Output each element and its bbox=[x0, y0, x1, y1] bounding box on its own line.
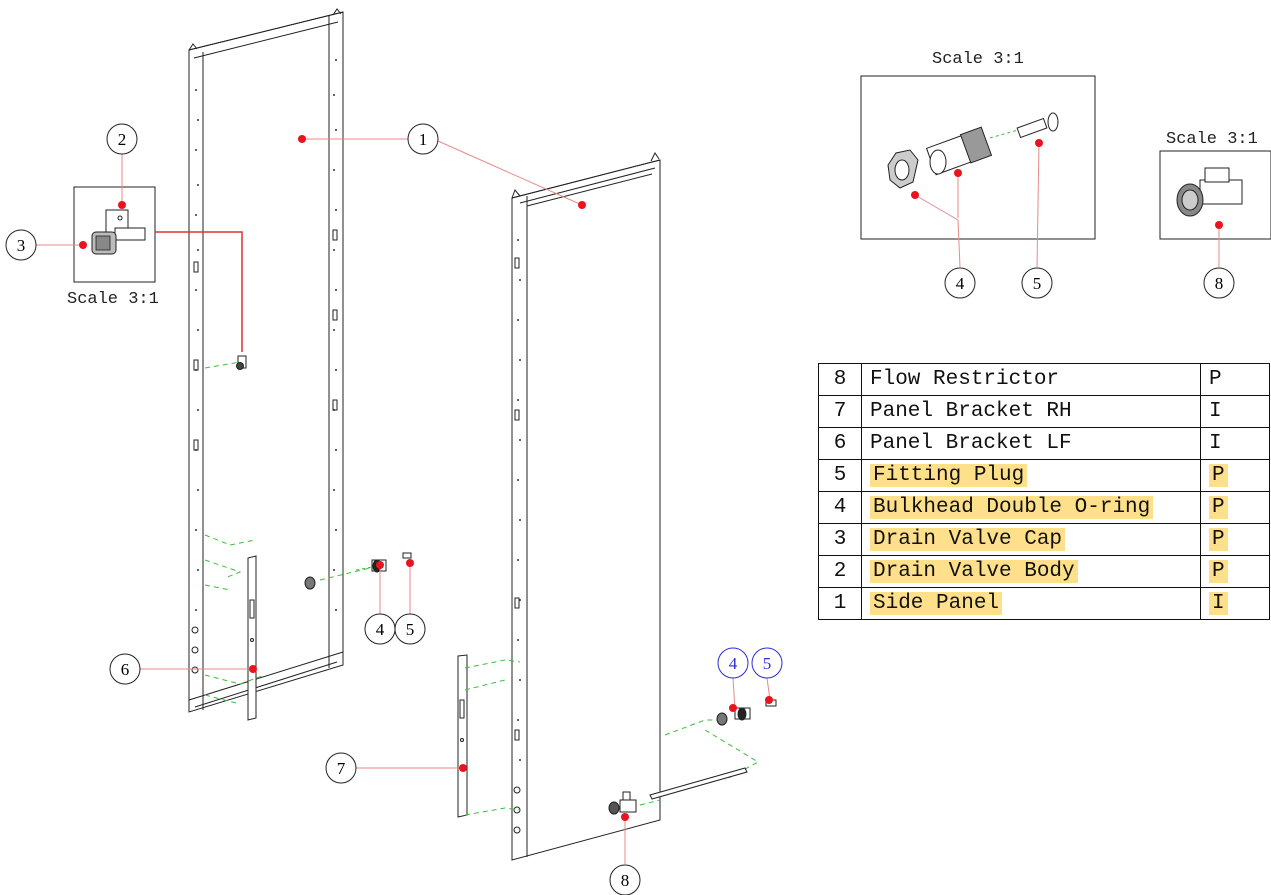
bom-item-type-code: P bbox=[1200, 523, 1270, 556]
bom-item-type-code-text: P bbox=[1209, 560, 1228, 583]
balloon-5-right: 5 bbox=[751, 647, 783, 679]
detail-view-bulkhead bbox=[860, 75, 1096, 240]
balloon-3: 3 bbox=[5, 229, 37, 261]
svg-text:2: 2 bbox=[118, 130, 127, 149]
bom-item-description-cell: Flow Restrictor bbox=[861, 363, 1201, 396]
bom-item-description: Panel Bracket RH bbox=[870, 400, 1072, 423]
left-hidden-lines bbox=[204, 361, 371, 705]
left-side-panel bbox=[188, 8, 344, 713]
balloon-4-detail: 4 bbox=[944, 267, 976, 299]
bom-item-description-cell: Panel Bracket LF bbox=[861, 427, 1201, 460]
bom-row: 5 Fitting Plug P bbox=[818, 459, 1270, 492]
drain-valve-small-left bbox=[236, 355, 247, 370]
svg-text:4: 4 bbox=[956, 274, 965, 293]
bom-item-number: 4 bbox=[818, 491, 862, 524]
bom-item-number: 5 bbox=[818, 459, 862, 492]
svg-text:5: 5 bbox=[1033, 274, 1042, 293]
bom-item-number: 6 bbox=[818, 427, 862, 460]
svg-text:4: 4 bbox=[729, 654, 738, 673]
bom-item-type-code-text: P bbox=[1209, 464, 1228, 487]
bom-item-type-code: P bbox=[1200, 459, 1270, 492]
balloon-8-bottom: 8 bbox=[609, 864, 641, 895]
bom-item-description-cell: Drain Valve Body bbox=[861, 555, 1201, 588]
balloon-8-detail: 8 bbox=[1203, 267, 1235, 299]
svg-text:8: 8 bbox=[621, 871, 630, 890]
balloon-5-left: 5 bbox=[394, 613, 426, 645]
svg-text:5: 5 bbox=[763, 654, 772, 673]
bom-item-description: Side Panel bbox=[870, 592, 1003, 615]
balloon-6: 6 bbox=[109, 653, 141, 685]
bom-item-number: 3 bbox=[818, 523, 862, 556]
bom-item-type-code: P bbox=[1200, 555, 1270, 588]
bom-item-type-code: P bbox=[1200, 491, 1270, 524]
item-balloons: 1 2 3 4 5 6 7 4 5 8 4 5 8 bbox=[5, 123, 1235, 895]
bom-item-type-code-text: P bbox=[1209, 528, 1228, 551]
bom-item-number: 8 bbox=[818, 363, 862, 396]
detail-view-drain-valve bbox=[73, 186, 156, 283]
bom-item-number: 2 bbox=[818, 555, 862, 588]
drain-tube bbox=[649, 767, 748, 800]
bom-row: 1 Side Panel I bbox=[818, 587, 1270, 620]
bom-item-type-code-text: I bbox=[1209, 592, 1228, 615]
bom-item-description-cell: Panel Bracket RH bbox=[861, 395, 1201, 428]
bom-item-description-cell: Side Panel bbox=[861, 587, 1201, 620]
panel-bracket-lf bbox=[247, 555, 257, 721]
detail-view-flow-restrictor bbox=[1159, 150, 1271, 240]
bom-row: 4 Bulkhead Double O-ring P bbox=[818, 491, 1270, 524]
bom-item-description-cell: Drain Valve Cap bbox=[861, 523, 1201, 556]
balloon-4-right: 4 bbox=[717, 647, 749, 679]
balloon-4-left: 4 bbox=[364, 613, 396, 645]
bom-item-type-code-text: I bbox=[1209, 432, 1222, 455]
scale-label-detail-right: Scale 3:1 bbox=[1166, 130, 1258, 149]
svg-text:6: 6 bbox=[121, 660, 130, 679]
svg-text:3: 3 bbox=[17, 236, 26, 255]
marker-dots bbox=[79, 135, 1223, 821]
bom-item-description: Bulkhead Double O-ring bbox=[870, 496, 1154, 519]
bom-item-type-code-text: P bbox=[1209, 368, 1222, 391]
bom-item-description: Panel Bracket LF bbox=[870, 432, 1072, 455]
scale-label-detail-middle: Scale 3:1 bbox=[932, 50, 1024, 69]
bom-item-description-cell: Bulkhead Double O-ring bbox=[861, 491, 1201, 524]
svg-text:8: 8 bbox=[1215, 274, 1224, 293]
bom-row: 2 Drain Valve Body P bbox=[818, 555, 1270, 588]
leader-line-drain-valve-callout bbox=[155, 231, 243, 352]
flow-restrictor-assembly bbox=[608, 791, 637, 815]
bom-row: 6 Panel Bracket LF I bbox=[818, 427, 1270, 460]
bom-item-description: Drain Valve Cap bbox=[870, 528, 1066, 551]
panel-bracket-rh bbox=[457, 654, 468, 818]
bom-row: 8 Flow Restrictor P bbox=[818, 363, 1270, 396]
svg-text:7: 7 bbox=[337, 759, 346, 778]
right-hidden-lines bbox=[464, 659, 760, 816]
balloon-2: 2 bbox=[106, 123, 138, 155]
bom-row: 3 Drain Valve Cap P bbox=[818, 523, 1270, 556]
bom-item-type-code: P bbox=[1200, 363, 1270, 396]
bom-item-number: 1 bbox=[818, 587, 862, 620]
bom-item-type-code-text: I bbox=[1209, 400, 1222, 423]
balloon-1: 1 bbox=[407, 123, 439, 155]
svg-text:4: 4 bbox=[376, 620, 385, 639]
balloon-5-detail: 5 bbox=[1021, 267, 1053, 299]
leader-lines bbox=[36, 138, 1220, 864]
bulkhead-parts-right bbox=[716, 699, 777, 726]
bom-item-description: Drain Valve Body bbox=[870, 560, 1078, 583]
bom-row: 7 Panel Bracket RH I bbox=[818, 395, 1270, 428]
bom-item-type-code: I bbox=[1200, 395, 1270, 428]
left-panel-slots bbox=[191, 229, 338, 674]
right-side-panel bbox=[511, 152, 661, 861]
svg-text:1: 1 bbox=[419, 130, 428, 149]
bom-item-description: Flow Restrictor bbox=[870, 368, 1060, 391]
balloon-7: 7 bbox=[325, 752, 357, 784]
bom-item-description-cell: Fitting Plug bbox=[861, 459, 1201, 492]
bom-item-description: Fitting Plug bbox=[870, 464, 1028, 487]
bom-item-type-code: I bbox=[1200, 427, 1270, 460]
bom-item-number: 7 bbox=[818, 395, 862, 428]
bom-item-type-code-text: P bbox=[1209, 496, 1228, 519]
svg-text:5: 5 bbox=[406, 620, 415, 639]
scale-label-detail-left: Scale 3:1 bbox=[67, 290, 159, 309]
bom-item-type-code: I bbox=[1200, 587, 1270, 620]
